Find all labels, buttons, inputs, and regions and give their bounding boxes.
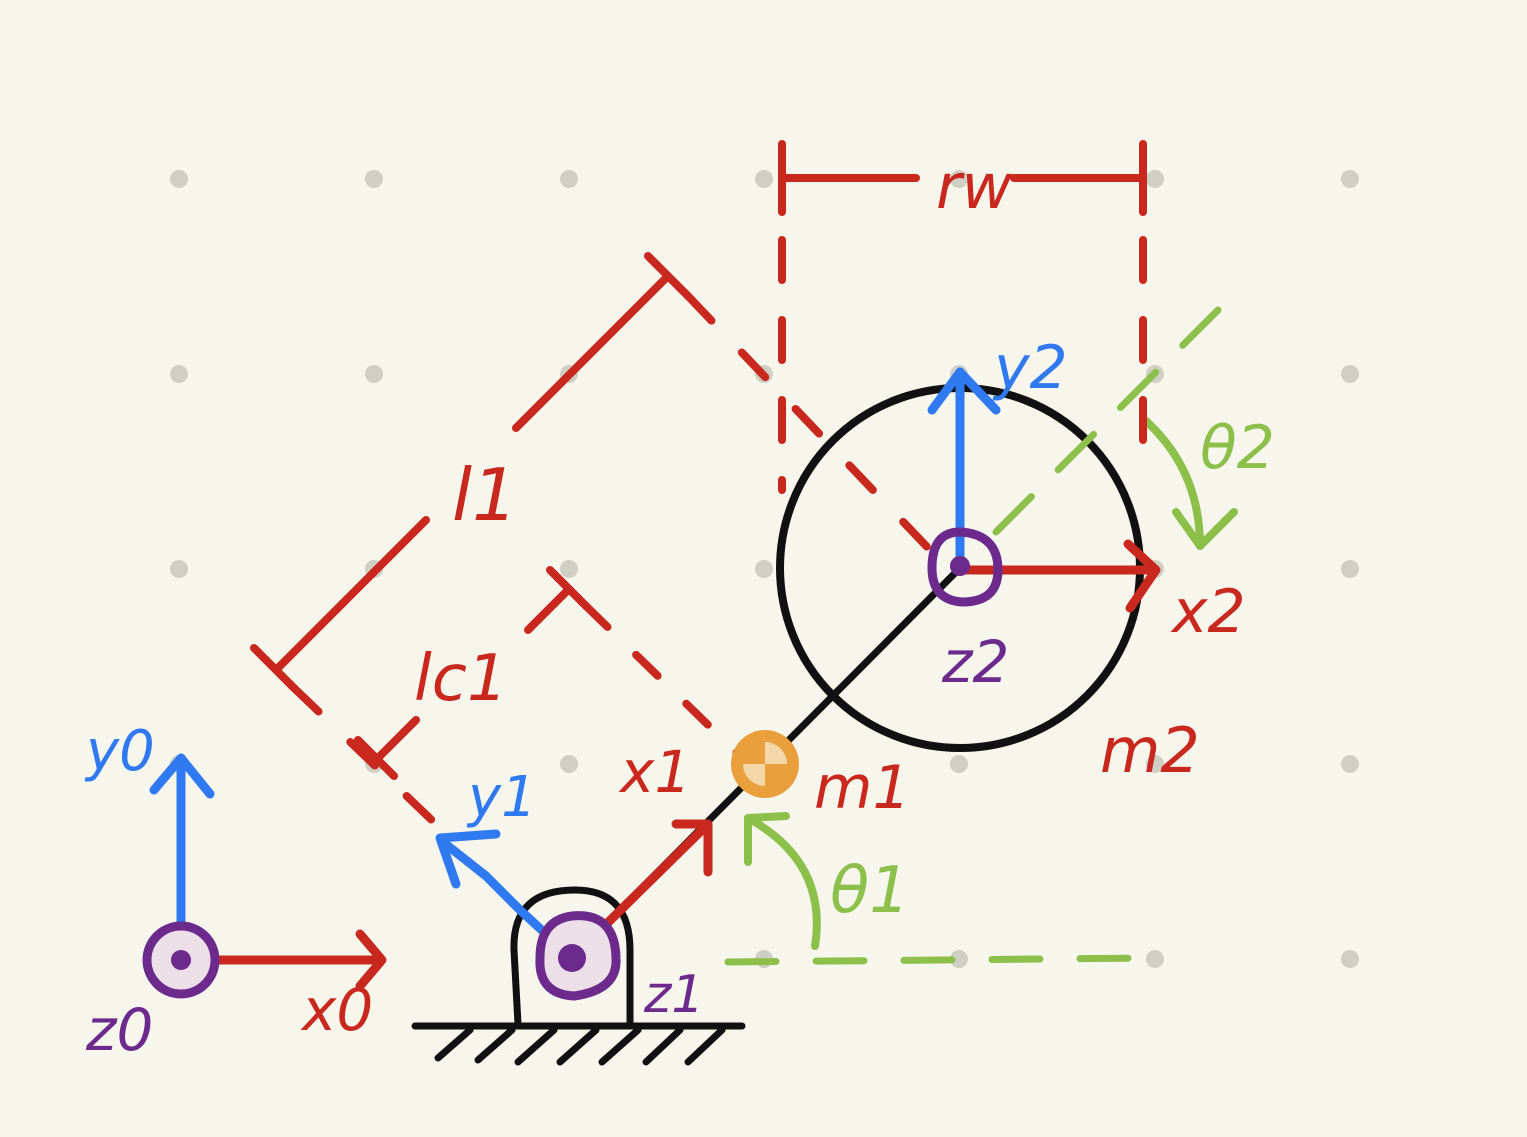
label-rw: rw [936, 150, 1012, 223]
theta-reference-lines [724, 286, 1242, 966]
label-y1: y1 [466, 765, 537, 830]
center-of-mass-m1-icon [731, 730, 799, 798]
label-y2: y2 [992, 333, 1068, 403]
frame-1 [435, 819, 713, 1001]
label-x0: x0 [300, 976, 373, 1044]
label-theta1: θ1 [830, 854, 910, 928]
theta2-arrow [1141, 416, 1238, 550]
label-z1: z1 [643, 965, 704, 1025]
label-lc1: lc1 [414, 642, 508, 716]
ground-hatching [411, 1022, 746, 1066]
label-z0: z0 [85, 996, 153, 1064]
rw-dimension [778, 140, 1147, 494]
frame-0 [142, 753, 387, 999]
joint-pedestal [510, 886, 634, 1028]
theta1-arrow [744, 812, 821, 950]
label-x2: x2 [1170, 577, 1246, 647]
label-m1: m1 [814, 753, 911, 823]
label-m2: m2 [1100, 714, 1200, 787]
label-z2: z2 [941, 628, 1009, 696]
grid-dots [170, 170, 1359, 968]
l1-dimension [250, 252, 934, 832]
label-theta2: θ2 [1200, 413, 1275, 483]
label-x1: x1 [618, 738, 691, 806]
frame-2 [927, 367, 1161, 613]
lc1-dimension [354, 566, 744, 780]
label-l1: l1 [452, 453, 518, 537]
label-y0: y0 [84, 719, 155, 784]
